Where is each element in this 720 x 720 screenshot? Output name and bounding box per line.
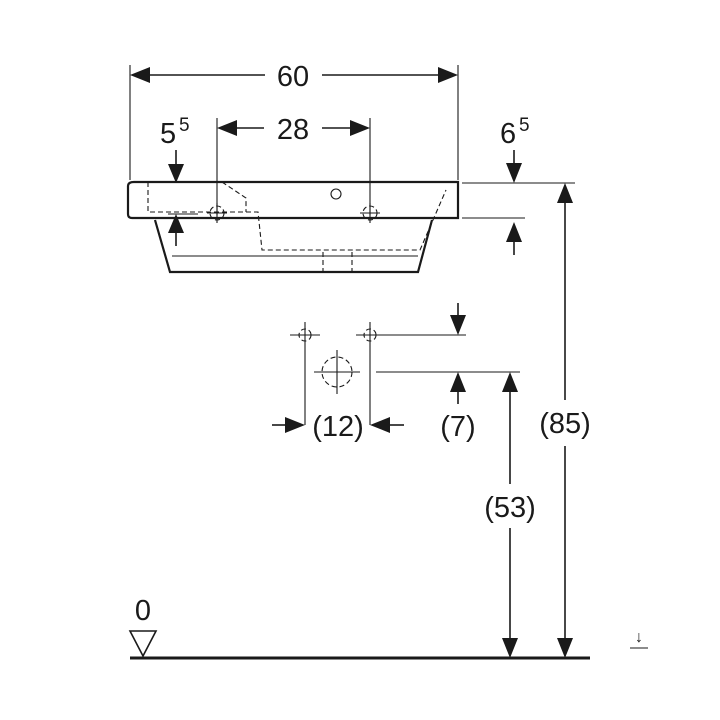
total-height-dimension: (85)	[539, 183, 591, 658]
drain-height-label: (53)	[484, 492, 536, 524]
washbasin-outline	[126, 180, 460, 274]
hidden-tap-block	[221, 181, 247, 212]
arrow-up-icon	[557, 183, 573, 203]
total-height-label: (85)	[539, 408, 591, 440]
arrow-down-icon	[168, 164, 184, 183]
supply-connections	[290, 322, 520, 425]
arrow-right-icon	[285, 417, 305, 433]
hidden-drain	[322, 252, 353, 271]
right-offset-sup: 5	[519, 115, 530, 136]
arrow-right-icon	[438, 67, 458, 83]
basin-bowl	[153, 219, 434, 274]
left-offset-sup: 5	[179, 115, 190, 136]
floor-level: 0	[128, 595, 590, 660]
arrow-down-icon	[450, 315, 466, 335]
arrow-up-icon	[502, 372, 518, 392]
drain-height-dimension: (53)	[484, 372, 536, 658]
arrow-up-icon	[506, 222, 522, 242]
right-offset-main: 6	[500, 118, 516, 150]
supply-offset-dimension: (7)	[440, 303, 476, 443]
arrow-left-icon	[370, 417, 390, 433]
arrow-left-icon	[217, 120, 237, 136]
arrow-left-icon	[130, 67, 150, 83]
wall-spacing-label: (12)	[312, 411, 364, 443]
arrow-up-icon	[168, 214, 184, 233]
arrow-down-icon	[557, 638, 573, 658]
arrow-right-icon	[350, 120, 370, 136]
supply-offset-label: (7)	[440, 411, 475, 443]
arrow-down-icon	[506, 163, 522, 183]
corner-symbol-icon: ↓	[635, 629, 643, 646]
left-offset-main: 5	[160, 118, 176, 150]
width-dimension: 60	[129, 61, 459, 180]
floor-level-label: 0	[135, 595, 151, 627]
basin-rim	[126, 180, 460, 220]
wall-spacing-dimension: (12)	[272, 411, 404, 443]
left-offset-dimension: 5 5	[160, 115, 198, 246]
arrow-up-icon	[450, 372, 466, 392]
tap-spacing-dimension: 28	[216, 114, 371, 215]
right-offset-dimension: 6 5	[462, 115, 575, 255]
overflow-hole-icon	[330, 188, 342, 200]
corner-mark: ↓	[630, 629, 648, 649]
tap-spacing-label: 28	[277, 114, 309, 146]
width-label: 60	[277, 61, 309, 93]
level-triangle-icon	[128, 630, 158, 658]
hidden-inner-bowl	[147, 182, 447, 251]
arrow-down-icon	[502, 638, 518, 658]
